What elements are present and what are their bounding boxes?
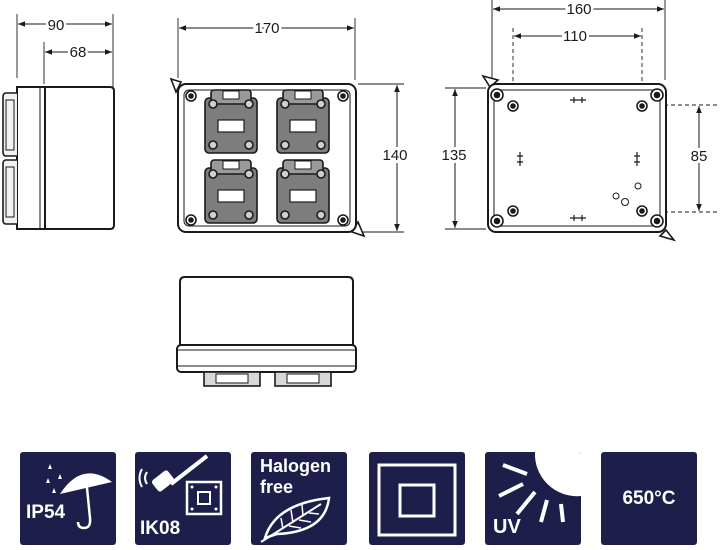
dim-front-height: 140	[382, 147, 407, 164]
double-insulation-icon	[377, 463, 457, 537]
dim-side-outer: 90	[48, 17, 65, 34]
leaf-icon	[260, 496, 331, 543]
dim-back-height: 135	[441, 147, 466, 164]
ip-rating: IP54	[26, 502, 66, 523]
double-insulation-badge	[369, 452, 465, 545]
sun-icon	[498, 452, 581, 523]
halogen-free-badge: Halogen free	[251, 452, 347, 545]
dim-back-hole-height: 85	[691, 148, 708, 165]
dim-back-hole-width: 110	[563, 28, 587, 45]
socket-bottom-right	[276, 159, 330, 224]
hammer-icon	[138, 454, 223, 516]
halogen-line2: free	[260, 477, 294, 497]
halogen-line1: Halogen	[260, 456, 332, 476]
ip54-badge: IP54	[20, 452, 116, 545]
ik-rating: IK08	[140, 518, 181, 539]
dim-front-width: 170	[254, 20, 279, 37]
uv-badge: UV	[485, 452, 581, 545]
technical-drawing: 90 68 170 140 160 110 135 85	[2, 0, 718, 387]
socket-top-left	[204, 89, 258, 154]
ik08-badge: IK08	[135, 452, 231, 545]
temperature-badge: 650°C	[601, 452, 697, 545]
socket-bottom-left	[204, 159, 258, 224]
dim-back-width: 160	[566, 1, 591, 18]
uv-label: UV	[493, 516, 521, 538]
side-view	[2, 14, 115, 230]
front-view	[169, 18, 404, 238]
bottom-view	[176, 276, 357, 387]
back-view	[445, 0, 718, 242]
dim-side-inner: 68	[70, 44, 87, 61]
socket-top-right	[276, 89, 330, 154]
temperature-rating: 650°C	[622, 488, 676, 509]
umbrella-icon	[46, 464, 112, 530]
